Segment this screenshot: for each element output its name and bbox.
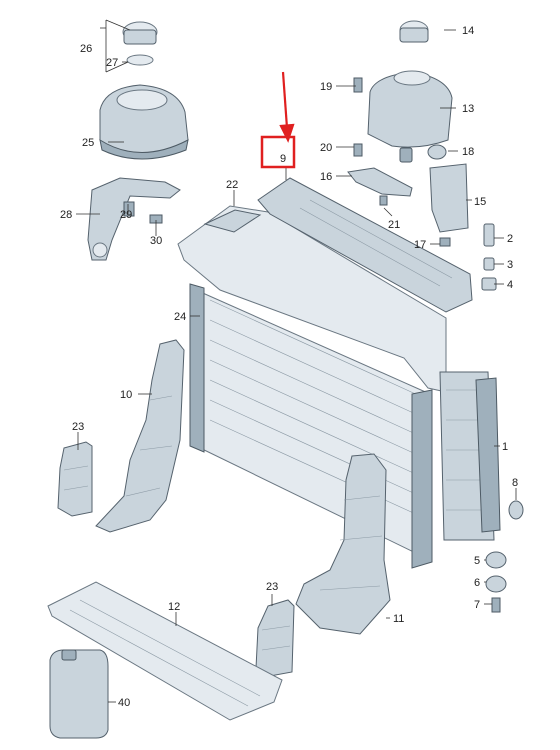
callout-9: 9 bbox=[280, 153, 286, 165]
callout-13: 13 bbox=[462, 103, 474, 115]
callout-2: 2 bbox=[507, 233, 513, 245]
bracket-16 bbox=[347, 167, 413, 206]
bracket-28 bbox=[87, 177, 181, 261]
callout-19: 19 bbox=[320, 81, 332, 93]
expansion-tank-right bbox=[353, 20, 453, 163]
callout-20: 20 bbox=[320, 142, 332, 154]
callout-11: 11 bbox=[393, 613, 404, 625]
callout-12: 12 bbox=[168, 601, 180, 613]
expansion-tank-left bbox=[99, 21, 189, 160]
callout-27: 27 bbox=[106, 57, 118, 69]
air-guide-22 bbox=[177, 205, 447, 393]
air-guide-9 bbox=[257, 177, 473, 313]
air-guide-10 bbox=[95, 339, 185, 533]
callout-25: 25 bbox=[82, 137, 94, 149]
part-9-highlight bbox=[260, 71, 296, 169]
callout-26: 26 bbox=[80, 43, 92, 55]
callout-22: 22 bbox=[226, 179, 238, 191]
callout-3: 3 bbox=[507, 259, 513, 271]
callout-16: 16 bbox=[320, 171, 332, 183]
callout-7: 7 bbox=[474, 599, 480, 611]
leader-lines bbox=[76, 19, 517, 703]
small-parts-5-6-7-8 bbox=[485, 500, 524, 613]
air-guide-23-right bbox=[255, 599, 295, 677]
fluid-canister-40 bbox=[49, 649, 109, 739]
callout-30: 30 bbox=[150, 235, 162, 247]
callout-8: 8 bbox=[512, 477, 518, 489]
callout-5: 5 bbox=[474, 555, 480, 567]
bracket-15 bbox=[429, 163, 469, 247]
callout-40: 40 bbox=[118, 697, 130, 709]
callout-14: 14 bbox=[462, 25, 474, 37]
callout-15: 15 bbox=[474, 196, 486, 208]
callout-29: 29 bbox=[120, 209, 132, 221]
callout-23-right: 23 bbox=[266, 581, 278, 593]
callout-4: 4 bbox=[507, 279, 513, 291]
callout-21: 21 bbox=[388, 219, 400, 231]
callout-24: 24 bbox=[174, 311, 186, 323]
air-guide-23-left bbox=[57, 441, 93, 517]
air-guide-11 bbox=[295, 453, 391, 635]
callout-28: 28 bbox=[60, 209, 72, 221]
callout-23-left: 23 bbox=[72, 421, 84, 433]
radiator-1 bbox=[439, 371, 501, 541]
callout-6: 6 bbox=[474, 577, 480, 589]
callout-18: 18 bbox=[462, 146, 474, 158]
callout-17: 17 bbox=[414, 239, 426, 251]
small-parts-2-3-4 bbox=[481, 223, 497, 291]
underbody-panel-12 bbox=[47, 581, 283, 721]
callout-labels: 26 27 25 28 29 30 14 19 13 20 18 16 15 2… bbox=[60, 25, 518, 709]
callout-1: 1 bbox=[502, 441, 508, 453]
callout-10: 10 bbox=[120, 389, 132, 401]
